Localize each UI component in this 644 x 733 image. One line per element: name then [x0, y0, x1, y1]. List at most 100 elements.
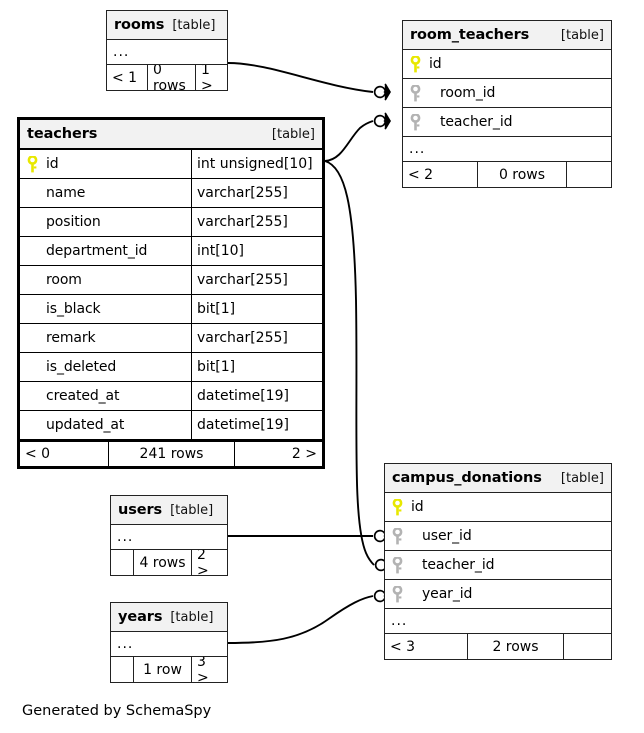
table-users-next-button[interactable]: 2 >	[191, 550, 227, 575]
primary-key-icon	[392, 498, 411, 516]
table-room_teachers-next-button[interactable]	[566, 162, 611, 187]
column-name: year_id	[422, 586, 473, 602]
column-name: department_id	[46, 243, 148, 259]
column-type: int[10]	[191, 237, 322, 265]
table-users-header: users [table]	[111, 496, 227, 525]
table-years-next-button[interactable]: 3 >	[191, 657, 227, 682]
column-name: id	[46, 156, 59, 172]
column-position: position	[20, 208, 191, 236]
foreign-key-icon	[410, 84, 440, 102]
table-row[interactable]: updated_at datetime[19]	[20, 411, 322, 440]
table-rooms-prev-button[interactable]: < 1	[112, 69, 138, 86]
table-campus_donations-footer: < 3 2 rows	[385, 634, 611, 659]
column-type: varchar[255]	[191, 208, 322, 236]
column-name: name	[46, 185, 86, 201]
table-teachers-name: teachers	[27, 126, 98, 142]
table-teachers[interactable]: teachers [table] id int unsigned[10] nam…	[17, 117, 325, 469]
table-row[interactable]: user_id	[385, 522, 611, 551]
table-row[interactable]: remark varchar[255]	[20, 324, 322, 353]
generated-by-caption: Generated by SchemaSpy	[22, 703, 212, 719]
table-room_teachers[interactable]: room_teachers [table] id	[402, 20, 612, 188]
table-teachers-tag: [table]	[271, 126, 315, 142]
table-teachers-footer: < 0 241 rows 2 >	[20, 440, 322, 466]
table-users-footer: 4 rows 2 >	[111, 550, 227, 575]
table-row[interactable]: teacher_id	[403, 108, 611, 137]
table-row[interactable]: id int unsigned[10]	[20, 150, 322, 179]
table-row[interactable]: department_id int[10]	[20, 237, 322, 266]
edge-years-campus_donations	[227, 595, 374, 644]
column-type: datetime[19]	[191, 382, 322, 410]
column-department_id: department_id	[20, 237, 191, 265]
table-row[interactable]: created_at datetime[19]	[20, 382, 322, 411]
column-teacher_id: teacher_id	[385, 551, 611, 579]
table-row[interactable]: room_id	[403, 79, 611, 108]
foreign-key-icon	[410, 113, 440, 131]
table-campus_donations-tag: [table]	[560, 470, 604, 486]
table-rooms-tag: [table]	[172, 17, 216, 33]
table-rooms-header: rooms [table]	[107, 11, 227, 40]
table-campus_donations-rowcount: 2 rows	[467, 634, 563, 659]
edge-teachers-campus_donations	[324, 160, 375, 566]
column-user_id: user_id	[385, 522, 611, 550]
foreign-key-icon	[392, 556, 422, 574]
column-type: bit[1]	[191, 353, 322, 381]
column-id: id	[20, 150, 191, 178]
table-years-ellipsis: ...	[111, 632, 227, 657]
table-users-rowcount: 4 rows	[133, 550, 191, 575]
table-rooms-name: rooms	[114, 17, 165, 33]
table-years-header: years [table]	[111, 603, 227, 632]
table-years-prev-button[interactable]	[111, 657, 133, 682]
table-row[interactable]: is_black bit[1]	[20, 295, 322, 324]
primary-key-icon	[27, 155, 46, 173]
column-name: position	[46, 214, 101, 230]
table-row[interactable]: teacher_id	[385, 551, 611, 580]
column-name: room_id	[440, 85, 496, 101]
foreign-key-icon	[392, 527, 422, 545]
column-type: varchar[255]	[191, 179, 322, 207]
table-row[interactable]: is_deleted bit[1]	[20, 353, 322, 382]
table-campus_donations[interactable]: campus_donations [table] id	[384, 463, 612, 660]
table-campus_donations-next-button[interactable]	[563, 634, 611, 659]
column-updated_at: updated_at	[20, 411, 191, 439]
table-rooms-next-button[interactable]: 1 >	[195, 65, 227, 90]
table-years-footer: 1 row 3 >	[111, 657, 227, 682]
table-row[interactable]: id	[403, 50, 611, 79]
table-room_teachers-header: room_teachers [table]	[403, 21, 611, 50]
column-type: datetime[19]	[191, 411, 322, 439]
table-row[interactable]: year_id	[385, 580, 611, 609]
table-rooms-footer: < 1 0 rows 1 >	[107, 65, 227, 90]
table-teachers-next-button[interactable]: 2 >	[234, 442, 322, 466]
column-year_id: year_id	[385, 580, 611, 608]
table-room_teachers-name: room_teachers	[410, 27, 530, 43]
table-users[interactable]: users [table] ... 4 rows 2 >	[110, 495, 228, 576]
column-room: room	[20, 266, 191, 294]
table-row[interactable]: position varchar[255]	[20, 208, 322, 237]
table-row[interactable]: id	[385, 493, 611, 522]
column-name: updated_at	[46, 417, 125, 433]
table-rooms-rowcount: 0 rows	[147, 65, 195, 90]
table-room_teachers-prev-button[interactable]: < 2	[408, 166, 434, 183]
table-row[interactable]: name varchar[255]	[20, 179, 322, 208]
edge-teachers-room_teachers	[324, 120, 374, 162]
primary-key-icon	[410, 55, 429, 73]
table-teachers-prev-button[interactable]: < 0	[25, 446, 51, 462]
table-row[interactable]: room varchar[255]	[20, 266, 322, 295]
table-years[interactable]: years [table] ... 1 row 3 >	[110, 602, 228, 683]
table-campus_donations-name: campus_donations	[392, 470, 542, 486]
table-years-rowcount: 1 row	[133, 657, 191, 682]
column-teacher_id: teacher_id	[403, 108, 611, 136]
foreign-key-icon	[392, 585, 422, 603]
column-name: teacher_id	[422, 557, 495, 573]
column-id: id	[403, 50, 611, 78]
column-created_at: created_at	[20, 382, 191, 410]
table-rooms[interactable]: rooms [table] ... < 1 0 rows 1 >	[106, 10, 228, 91]
table-users-prev-button[interactable]	[111, 550, 133, 575]
column-name: id	[411, 499, 424, 515]
column-name: room	[46, 272, 82, 288]
column-room_id: room_id	[403, 79, 611, 107]
table-campus_donations-prev-button[interactable]: < 3	[390, 638, 416, 655]
column-is_deleted: is_deleted	[20, 353, 191, 381]
table-teachers-header: teachers [table]	[20, 120, 322, 150]
table-teachers-rowcount: 241 rows	[108, 442, 234, 466]
